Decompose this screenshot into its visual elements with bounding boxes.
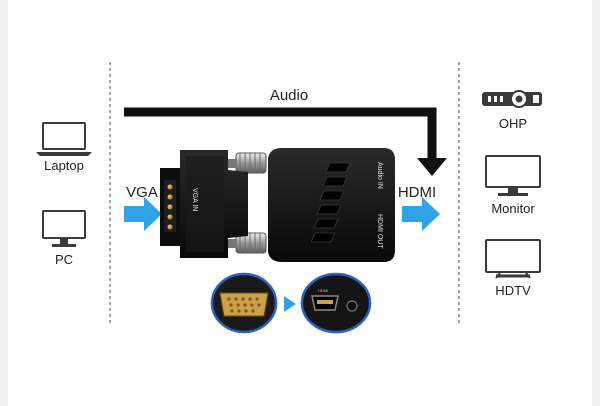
hdmi-arrow [402, 197, 440, 231]
laptop-icon [36, 122, 92, 156]
hdtv-label: HDTV [495, 283, 531, 298]
audio-in-label: Audio IN [376, 162, 383, 189]
monitor-icon [485, 155, 541, 196]
svg-text:HDMI: HDMI [318, 288, 328, 293]
vent-slots [310, 162, 351, 243]
detail-arrow [284, 296, 296, 312]
thumbscrew-top [235, 152, 267, 174]
right-edge-strip [592, 0, 600, 406]
vga-adapter [160, 150, 267, 258]
audio-line [124, 107, 437, 160]
vga-arrow [124, 197, 162, 231]
hdmi-label: HDMI [397, 184, 437, 201]
left-edge-strip [0, 0, 8, 406]
monitor-label: Monitor [491, 201, 535, 216]
converter-body [268, 148, 395, 262]
detail-vga-port [210, 272, 278, 334]
ohp-label: OHP [498, 116, 528, 131]
tv-icon [485, 239, 541, 279]
vga-label: VGA [126, 184, 158, 201]
vga-in-label: VGA IN [191, 188, 198, 211]
audio-arrowhead [417, 158, 447, 176]
audio-label: Audio [269, 87, 309, 104]
projector-icon [482, 90, 542, 108]
detail-hdmi-port: HDMI [300, 272, 372, 334]
pc-label: PC [54, 252, 74, 267]
pc-monitor-icon [42, 210, 86, 247]
hdmi-out-label: HDMI OUT [376, 214, 383, 249]
laptop-label: Laptop [44, 158, 84, 173]
